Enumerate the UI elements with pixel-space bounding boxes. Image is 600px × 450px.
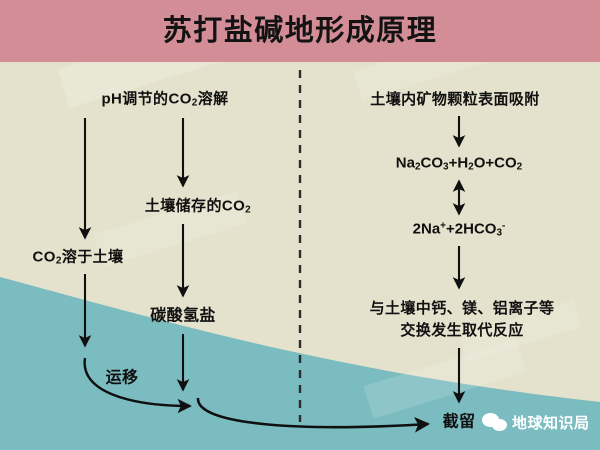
node-ph-dissolution: pH调节的CO2溶解 (101, 90, 229, 109)
node-ion-exchange-line1: 与土壤中钙、镁、铝离子等 (369, 300, 555, 318)
node-ion-exchange-line2: 交换发生取代反应 (400, 322, 524, 340)
page-title: 苏打盐碱地形成原理 (162, 14, 438, 47)
node-retention: 截留 (442, 413, 476, 431)
node-sodium-carbonate-equation: Na2CO3+H2O+CO2 (395, 154, 523, 173)
node-co2-dissolved-in-soil: CO2溶于土壤 (32, 248, 124, 267)
node-bicarbonate: 碳酸氢盐 (150, 307, 216, 325)
node-sodium-bicarbonate-ions: 2Na++2HCO3- (412, 220, 506, 239)
node-migration: 运移 (105, 369, 139, 387)
title-banner: 苏打盐碱地形成原理 (0, 0, 600, 62)
node-mineral-surface-adsorption: 土壤内矿物颗粒表面吸附 (370, 91, 540, 109)
node-soil-stored-co2: 土壤储存的CO2 (144, 197, 252, 216)
